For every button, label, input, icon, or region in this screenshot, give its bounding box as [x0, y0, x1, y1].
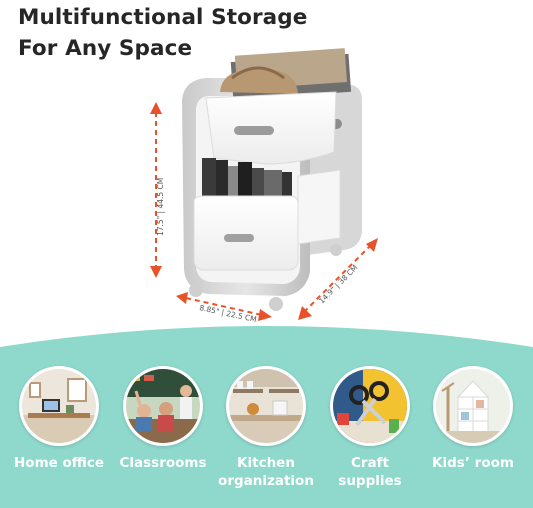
classroom-photo — [123, 366, 203, 446]
headline-line-2: For Any Space — [18, 36, 193, 61]
depth-label: 14.9" | 38 CM — [317, 263, 359, 305]
height-dimension: 17.5" | 44.5 CM — [150, 102, 165, 278]
category-home-office: Home office — [14, 366, 104, 472]
category-label: Kids’ room — [432, 455, 514, 471]
kitchen-photo — [226, 366, 306, 446]
craft-supplies-photo — [330, 366, 410, 446]
category-kids-room: Kids’ room — [432, 366, 514, 472]
headline-line-1: Multifunctional Storage — [18, 5, 308, 30]
category-classrooms: Classrooms — [119, 366, 207, 472]
category-label: Home office — [14, 455, 104, 471]
home-office-photo — [19, 366, 99, 446]
kids-room-photo — [433, 366, 513, 446]
width-dimension: 8.85" | 22.5 CM — [176, 292, 272, 324]
category-label: Classrooms — [119, 455, 207, 471]
headline: Multifunctional Storage For Any Space — [18, 2, 307, 64]
product-illustration: 17.5" | 44.5 CM 8.85" | 22.5 CM 14.9" | … — [150, 48, 378, 324]
width-label: 8.85" | 22.5 CM — [199, 303, 258, 324]
height-label: 17.5" | 44.5 CM — [156, 178, 165, 236]
storage-cart — [182, 48, 362, 311]
